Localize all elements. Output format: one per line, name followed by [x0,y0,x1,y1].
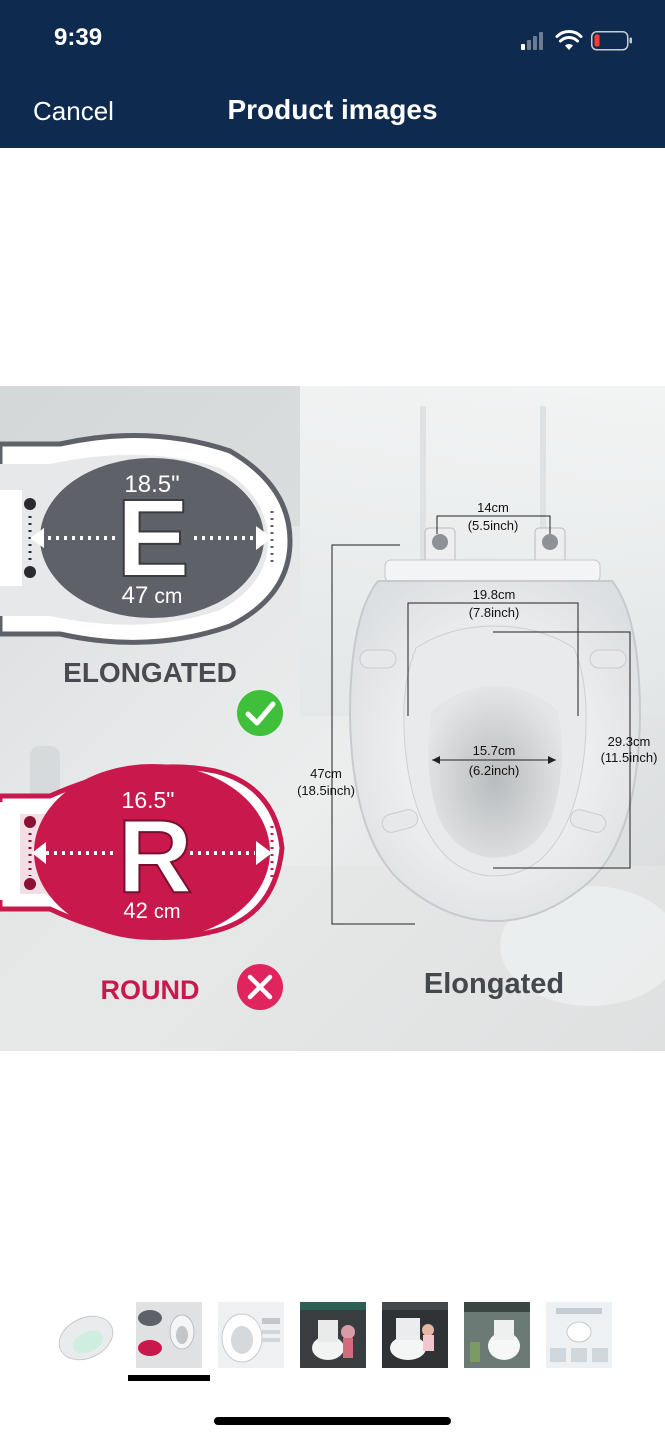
selected-thumbnail-indicator [128,1375,210,1381]
page-title: Product images [227,94,438,125]
seat-length-inch: (11.5inch) [601,750,658,765]
thumbnail-5[interactable] [382,1302,448,1368]
seat-width-cm: 19.8cm [473,587,516,602]
svg-text:47cm: 47cm [122,582,183,609]
cellular-signal-icon [521,32,543,50]
cancel-button[interactable]: Cancel [33,96,114,126]
thumbnail-2[interactable] [136,1302,202,1368]
status-icons [521,28,639,54]
hinge-distance-inch: (5.5inch) [468,518,519,533]
elongated-width-inch: 18.5" [124,471,179,498]
round-seat-graphic: R 16.5" 42 cm [0,764,285,940]
seat-width-inch: (7.8inch) [469,605,520,620]
opening-width-inch: (6.2inch) [469,763,520,778]
opening-width-cm: 15.7cm [473,743,516,758]
seat-length-cm: 29.3cm [608,734,651,749]
thumbnail-6[interactable] [464,1302,530,1368]
round-width-unit: cm [154,901,181,923]
thumbnail-7[interactable] [546,1302,612,1368]
thumbnail-3[interactable] [218,1302,284,1368]
elongated-width-unit: cm [154,585,182,608]
toilet-seat-diagram: 14cm (5.5inch) 19.8cm (7.8inch) 15.7cm (… [297,500,658,925]
elongated-letter: E [116,477,189,600]
total-length-cm: 47cm [310,766,342,781]
round-width-inch: 16.5" [122,787,175,813]
check-circle-icon [237,690,283,736]
thumbnail-strip [52,1302,622,1370]
battery-low-icon [591,31,632,51]
elongated-label: ELONGATED [63,657,237,688]
hinge-distance-cm: 14cm [477,500,509,515]
top-bar: 9:39 Cancel Product images [0,0,665,148]
round-width-cm: 42 [123,898,147,923]
round-label: ROUND [101,975,200,1005]
status-time: 9:39 [54,24,103,51]
elongated-width-cm: 47 [122,582,149,609]
home-indicator[interactable] [214,1417,451,1425]
round-letter: R [117,799,192,915]
thumbnail-4[interactable] [300,1302,366,1368]
diagram-caption: Elongated [424,968,564,1000]
x-circle-icon [237,964,283,1010]
total-length-inch: (18.5inch) [297,783,355,798]
wifi-icon [555,30,583,50]
thumbnail-1[interactable] [52,1302,118,1368]
